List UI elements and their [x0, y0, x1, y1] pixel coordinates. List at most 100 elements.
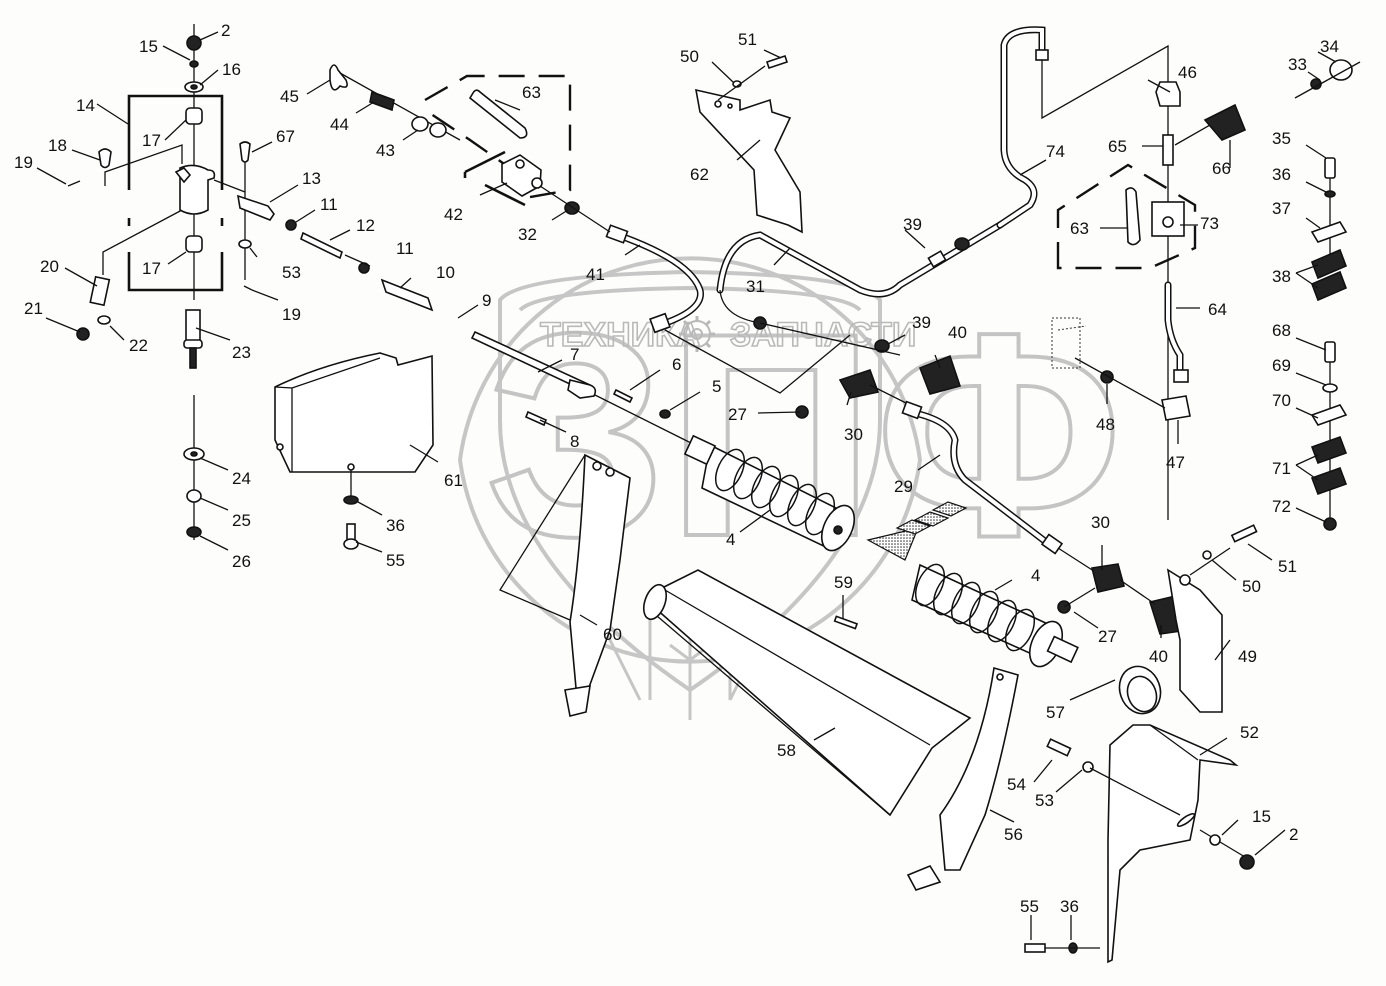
tubes [539, 26, 1189, 635]
callout-11: 11 [396, 239, 414, 258]
watermark-shield [498, 269, 882, 693]
callout-68: 68 [1272, 321, 1291, 340]
callout-37: 37 [1272, 199, 1291, 218]
valve-group-42 [329, 64, 580, 215]
left-assembly [67, 24, 434, 540]
callout-44: 44 [330, 115, 349, 134]
callout-31: 31 [746, 277, 765, 296]
callout-54: 54 [1007, 775, 1026, 794]
callout-36: 36 [1272, 165, 1291, 184]
callout-8: 8 [570, 432, 579, 451]
spring-coils-lower [914, 563, 1036, 652]
callout-69: 69 [1272, 356, 1291, 375]
callout-58: 58 [777, 741, 796, 760]
callout-22: 22 [129, 336, 148, 355]
callout-16: 16 [222, 60, 241, 79]
callout-43: 43 [376, 141, 395, 160]
callout-50: 50 [680, 47, 699, 66]
leader-lines [36, 31, 1337, 940]
callout-10: 10 [436, 263, 455, 282]
callout-51: 51 [738, 30, 757, 49]
callout-21: 21 [24, 299, 43, 318]
callout-23: 23 [232, 343, 251, 362]
callout-27: 27 [728, 405, 747, 424]
callout-2: 2 [221, 21, 230, 40]
callout-36: 36 [1060, 897, 1079, 916]
callout-47: 47 [1166, 453, 1185, 472]
callout-27: 27 [1098, 627, 1117, 646]
callout-67: 67 [276, 127, 295, 146]
callout-13: 13 [302, 169, 321, 188]
spring-assembly [470, 330, 1079, 668]
callout-39: 39 [903, 215, 922, 234]
callout-labels: 2 15 16 14 17 18 19 67 13 11 12 11 53 17… [14, 21, 1339, 916]
callout-40: 40 [1149, 647, 1168, 666]
callout-7: 7 [570, 345, 579, 364]
callout-33: 33 [1288, 55, 1307, 74]
callout-11: 11 [320, 195, 338, 214]
callout-6: 6 [672, 355, 681, 374]
callout-5: 5 [712, 377, 721, 396]
pedals-covers [499, 453, 1258, 964]
callout-53: 53 [282, 263, 301, 282]
callout-61: 61 [444, 471, 463, 490]
callout-55: 55 [1020, 897, 1039, 916]
callout-34: 34 [1320, 37, 1339, 56]
callout-65: 65 [1108, 137, 1127, 156]
callout-56: 56 [1004, 825, 1023, 844]
callout-63: 63 [522, 83, 541, 102]
callout-15: 15 [1252, 807, 1271, 826]
callout-14: 14 [76, 96, 95, 115]
callout-15: 15 [139, 37, 158, 56]
callout-51: 51 [1278, 557, 1297, 576]
callout-30: 30 [844, 425, 863, 444]
callout-71: 71 [1272, 459, 1291, 478]
callout-45: 45 [280, 87, 299, 106]
callout-57: 57 [1046, 703, 1065, 722]
callout-32: 32 [518, 225, 537, 244]
callout-29: 29 [894, 477, 913, 496]
callout-17: 17 [142, 259, 161, 278]
callout-63: 63 [1070, 219, 1089, 238]
callout-18: 18 [48, 136, 67, 155]
callout-2: 2 [1289, 825, 1298, 844]
callout-4: 4 [1031, 566, 1040, 585]
callout-53: 53 [1035, 791, 1054, 810]
callout-12: 12 [356, 216, 375, 235]
callout-42: 42 [444, 205, 463, 224]
callout-66: 66 [1212, 159, 1231, 178]
callout-60: 60 [603, 625, 622, 644]
callout-73: 73 [1200, 214, 1219, 233]
callout-4: 4 [726, 530, 735, 549]
callout-38: 38 [1272, 267, 1291, 286]
callout-55: 55 [386, 551, 405, 570]
callout-24: 24 [232, 469, 251, 488]
callout-50: 50 [1242, 577, 1261, 596]
callout-19: 19 [14, 153, 33, 172]
callout-64: 64 [1208, 300, 1227, 319]
clamp-stacks [1294, 59, 1361, 531]
callout-72: 72 [1272, 497, 1291, 516]
callout-74: 74 [1046, 142, 1065, 161]
callout-40: 40 [948, 323, 967, 342]
callout-41: 41 [586, 265, 605, 284]
callout-9: 9 [482, 291, 491, 310]
callout-19: 19 [282, 305, 301, 324]
callout-70: 70 [1272, 391, 1291, 410]
callout-49: 49 [1238, 647, 1257, 666]
callout-39: 39 [912, 313, 931, 332]
bracket-62 [694, 54, 803, 234]
spring-coils-upper [714, 448, 836, 536]
callout-48: 48 [1096, 415, 1115, 434]
callout-52: 52 [1240, 723, 1259, 742]
callout-36: 36 [386, 516, 405, 535]
valve-group-73 [1051, 80, 1247, 520]
callout-26: 26 [232, 552, 251, 571]
watermark-shield-inner [518, 285, 862, 312]
callout-30: 30 [1091, 513, 1110, 532]
callout-25: 25 [232, 511, 251, 530]
cover-61 [274, 352, 434, 550]
callout-62: 62 [690, 165, 709, 184]
callout-20: 20 [40, 257, 59, 276]
